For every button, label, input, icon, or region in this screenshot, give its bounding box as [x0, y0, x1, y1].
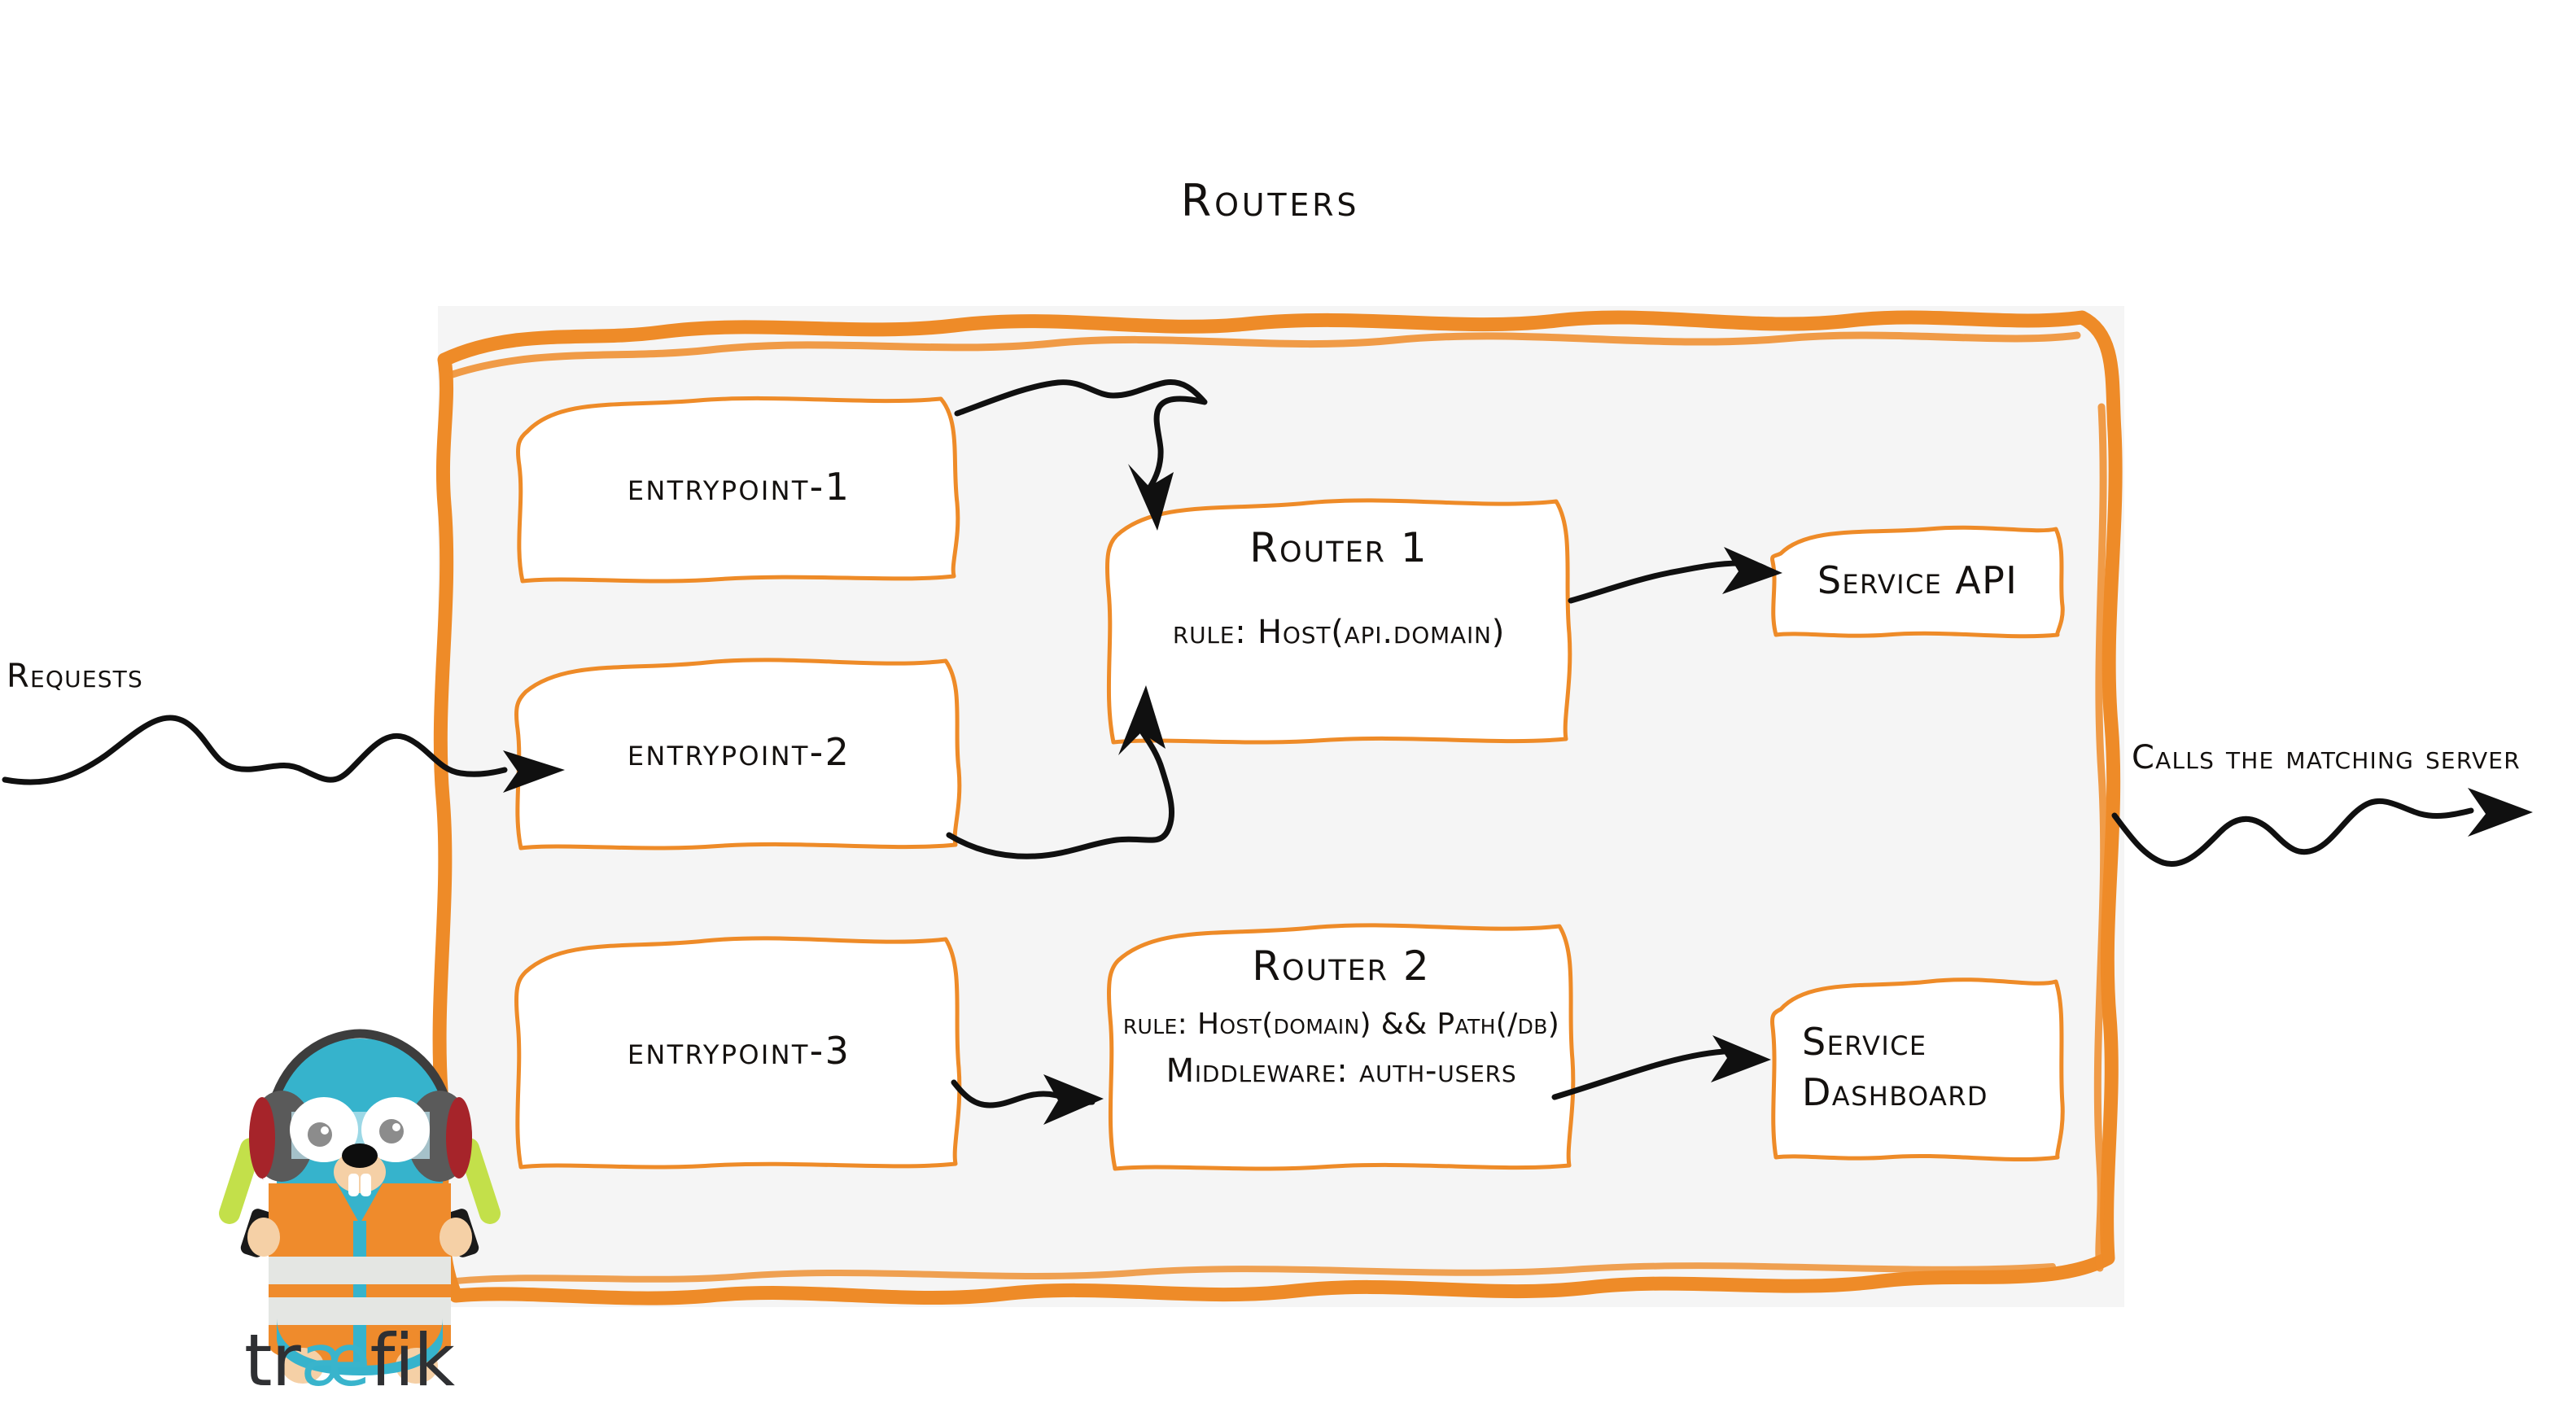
wordmark-part1: tr	[244, 1318, 301, 1402]
entrypoint-box-3-outline	[514, 936, 962, 1170]
service-box-api[interactable]: Service API	[1766, 521, 2069, 640]
wordmark-part2: fik	[370, 1318, 455, 1402]
traefik-gopher-mascot	[213, 1016, 506, 1408]
service-box-api-outline	[1770, 525, 2065, 639]
traefik-wordmark: træfik	[244, 1325, 480, 1403]
requests-caption: Requests	[7, 658, 143, 695]
page-title-text: Routers	[1180, 175, 1360, 226]
gopher-hand-left	[247, 1218, 280, 1257]
gopher-hand-right	[440, 1218, 472, 1257]
headphone-band	[272, 1029, 449, 1100]
safety-vest	[269, 1183, 451, 1366]
gopher-eye-left	[290, 1097, 358, 1162]
gopher-illustration	[219, 1029, 501, 1384]
calls-matching-server-caption: Calls the matching server	[2132, 739, 2521, 776]
router-box-1-outline	[1104, 498, 1572, 745]
gopher-muzzle	[334, 1143, 386, 1196]
router-box-1[interactable]: Router 1 rule: Host(api.domain)	[1099, 488, 1579, 749]
entrypoint-box-3[interactable]: entrypoint-3	[511, 928, 967, 1174]
arrow-calls-out	[2111, 788, 2533, 867]
router-box-2[interactable]: Router 2 rule: Host(domain) && Path(/db)…	[1100, 913, 1582, 1175]
router-box-2-outline	[1106, 923, 1576, 1171]
service-box-dashboard[interactable]: Service Dashboard	[1766, 970, 2069, 1164]
entrypoint-box-2[interactable]: entrypoint-2	[511, 651, 967, 853]
wordmark-ae-ligature: æ	[300, 1318, 370, 1402]
page-title: Routers	[0, 175, 2576, 226]
gopher-lower-body	[277, 1318, 443, 1375]
entrypoint-box-1[interactable]: entrypoint-1	[511, 389, 967, 584]
entrypoint-box-2-outline	[514, 658, 962, 850]
entrypoint-box-1-outline	[515, 396, 960, 584]
service-box-dashboard-outline	[1770, 977, 2065, 1162]
gopher-eye-right	[361, 1097, 430, 1162]
